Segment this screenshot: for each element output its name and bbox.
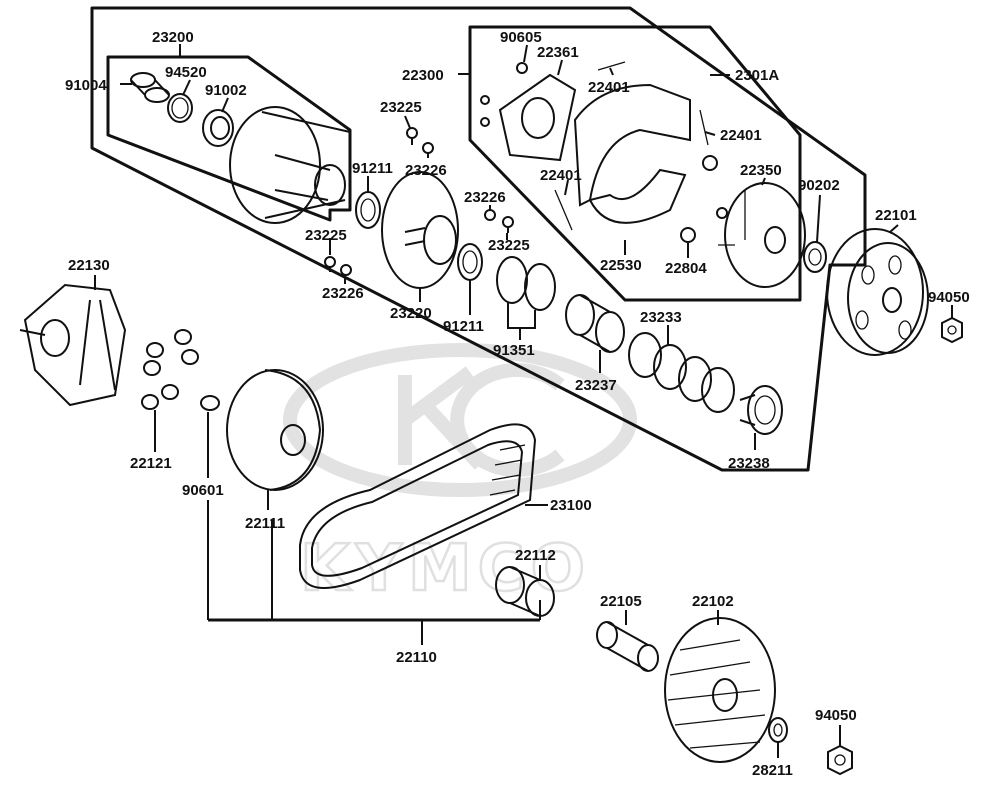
part-clutch-assembly (480, 61, 728, 243)
label-2301A: 2301A (735, 67, 779, 84)
part-22121-weight-rollers (141, 329, 199, 410)
label-22101: 22101 (875, 207, 917, 224)
frame-2301A (90, 6, 867, 472)
part-23100-v-belt (299, 423, 537, 589)
label-22111: 22111 (245, 515, 285, 532)
part-23237-collar (565, 294, 625, 353)
label-90601: 90601 (182, 482, 224, 499)
part-22111-drive-face (226, 369, 324, 491)
label-22401-mid: 22401 (540, 167, 582, 184)
label-22350: 22350 (740, 162, 782, 179)
part-driven-face (229, 106, 351, 224)
kymco-watermark-logo: KYMCO (283, 343, 637, 607)
watermark-brand-text: KYMCO (300, 532, 591, 606)
label-23237: 23237 (575, 377, 617, 394)
part-94050-upper-nut (941, 316, 963, 344)
label-23226-low: 23226 (322, 285, 364, 302)
label-91351: 91351 (493, 342, 535, 359)
label-22401-top: 22401 (588, 79, 630, 96)
label-22110: 22110 (396, 649, 437, 666)
label-22130: 22130 (68, 257, 110, 274)
label-22121: 22121 (130, 455, 172, 472)
part-labels: 23200 91004 94520 91002 22300 90605 2236… (65, 29, 970, 779)
label-22300: 22300 (402, 67, 444, 84)
part-94050-lower-nut (827, 744, 853, 776)
label-23225-top: 23225 (380, 99, 422, 116)
part-23238-spring-seat (739, 385, 783, 435)
label-23238: 23238 (728, 455, 770, 472)
part-28211-washer (768, 717, 788, 743)
label-22105: 22105 (600, 593, 642, 610)
part-22105-spacer (596, 621, 659, 672)
label-22361: 22361 (537, 44, 579, 61)
label-22102: 22102 (692, 593, 734, 610)
label-23233: 23233 (640, 309, 682, 326)
part-movable-driven-face (381, 171, 459, 289)
frame-23200 (106, 55, 352, 222)
label-23226-top: 23226 (405, 162, 447, 179)
part-90202-nut (803, 241, 827, 273)
part-23233-spring (628, 332, 735, 413)
label-22804: 22804 (665, 260, 707, 277)
label-22530: 22530 (600, 257, 642, 274)
label-23200: 23200 (152, 29, 194, 46)
part-22102-fan-drive-face (664, 617, 776, 763)
label-94520: 94520 (165, 64, 207, 81)
part-91351-o-rings (496, 256, 556, 311)
part-22130-movable-drive-face (19, 283, 127, 407)
part-22350-drive-plate (718, 182, 806, 288)
label-90202: 90202 (798, 177, 840, 194)
label-23226-mid: 23226 (464, 189, 506, 206)
group-frames (90, 6, 867, 645)
label-91002: 91002 (205, 82, 247, 99)
part-91211-lower-seal (457, 243, 483, 281)
leader-lines (94, 44, 953, 758)
label-91211-lower: 91211 (443, 318, 484, 335)
label-94050-upper: 94050 (928, 289, 970, 306)
label-94050-lower: 94050 (815, 707, 857, 724)
part-91002-oil-seal (202, 109, 234, 147)
part-90601-clip (200, 395, 220, 411)
label-23225-mid: 23225 (488, 237, 530, 254)
part-91211-upper-seal (355, 191, 381, 229)
label-23100: 23100 (550, 497, 592, 514)
label-91211-upper: 91211 (352, 160, 393, 177)
frame-22300 (468, 25, 802, 302)
part-94520-circlip (167, 93, 193, 123)
label-91004: 91004 (65, 77, 107, 94)
part-91004-bushing (130, 72, 170, 103)
label-28211: 28211 (752, 762, 793, 779)
label-22112: 22112 (515, 547, 556, 564)
label-23220: 23220 (390, 305, 432, 322)
label-22401-right: 22401 (720, 127, 762, 144)
label-23225-low: 23225 (305, 227, 347, 244)
part-22101-clutch-outer (826, 228, 929, 356)
label-90605: 90605 (500, 29, 542, 46)
